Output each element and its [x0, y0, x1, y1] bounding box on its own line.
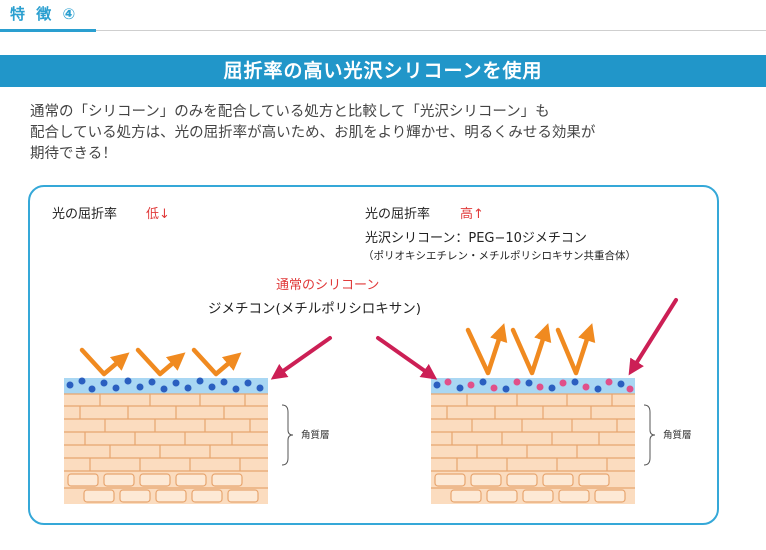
diagram-frame: [28, 185, 719, 525]
gloss-silicone-subname: （ポリオキシエチレン・メチルポリシロキサン共重合体）: [363, 250, 636, 262]
header-divider-accent: [0, 29, 96, 32]
left-incident-arrow: [270, 336, 332, 380]
left-reflection-arrows: [79, 347, 242, 377]
right-layer-bracket: [643, 404, 656, 466]
right-silicone-particles: [433, 378, 625, 393]
right-incident-arrows: [376, 298, 678, 380]
feature-label: 特 徴 ④: [10, 5, 79, 23]
gloss-silicone-name: 光沢シリコーン：PEG−10ジメチコン: [365, 231, 587, 246]
description-line: 通常の「シリコーン」のみを配合している処方と比較して「光沢シリコーン」も: [30, 104, 550, 120]
description-text: 通常の「シリコーン」のみを配合している処方と比較して「光沢シリコーン」も 配合し…: [30, 102, 750, 165]
page-banner: 屈折率の高い光沢シリコーンを使用: [0, 55, 766, 87]
description-line: 期待できる！: [30, 146, 117, 162]
description-line: 配合している処方は、光の屈折率が高いため、お肌をより輝かせ、明るくみせる効果が: [30, 125, 596, 141]
right-skin-layer: [431, 378, 635, 504]
left-layer-bracket: [281, 404, 294, 466]
right-refractive-value: 高↑: [460, 207, 484, 222]
header-divider: [0, 30, 766, 31]
left-refractive-value: 低↓: [146, 207, 170, 222]
left-silicone-particles: [66, 377, 264, 393]
left-skin-layer: [64, 378, 268, 504]
right-reflection-arrows: [465, 323, 596, 376]
right-layer-label: 角質層: [663, 429, 692, 441]
right-refractive-label: 光の屈折率: [365, 207, 431, 222]
normal-silicone-name: ジメチコン(メチルポリシロキサン): [208, 301, 422, 317]
right-gloss-particles: [444, 378, 634, 393]
left-layer-label: 角質層: [301, 429, 330, 441]
normal-silicone-title: 通常のシリコーン: [276, 278, 380, 293]
left-refractive-label: 光の屈折率: [52, 207, 118, 222]
